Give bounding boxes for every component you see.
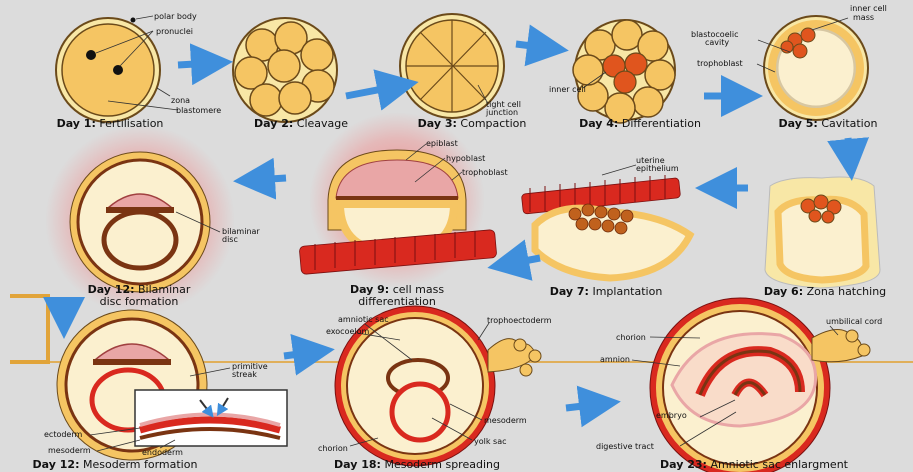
label-amniotic-sac: amniotic sac: [338, 315, 389, 324]
label-ectoderm: ectoderm: [44, 430, 83, 439]
stage-day7-implantation: [521, 165, 690, 278]
label-digestive-tract: digestive tract: [596, 442, 654, 451]
stage-day4-morula: [573, 20, 675, 123]
label-umbilical-cord: umbilical cord: [826, 317, 882, 326]
caption-day12-bilaminar: Day 12: Bilaminar disc formation: [64, 284, 214, 308]
label-mesoderm-2: mesoderm: [484, 416, 527, 425]
label-trophoblast: trophoblast: [697, 59, 743, 68]
arrow-icon: [284, 352, 314, 356]
polar-body-icon: [131, 18, 136, 23]
caption-day23: Day 23: Amniotic sac enlargment: [628, 459, 880, 471]
caption-day2: Day 2: Cleavage: [226, 118, 376, 130]
stage-day12-mesoderm: [57, 310, 287, 460]
caption-day6: Day 6: Zona hatching: [741, 286, 909, 298]
label-trophoblast-2: trophoblast: [462, 168, 508, 177]
pronucleus-icon: [86, 50, 96, 60]
arrow-icon: [346, 86, 398, 96]
trophoectoderm-villi: [488, 339, 541, 376]
label-pronuclei: pronuclei: [156, 27, 193, 36]
stage-day9-cell-mass: [299, 112, 497, 288]
label-mesoderm: mesoderm: [48, 446, 91, 455]
caption-day18: Day 18: Mesoderm spreading: [312, 459, 522, 471]
stage-day6-hatching: [765, 177, 880, 288]
label-uterine-2: epithelium: [636, 164, 679, 173]
stage-day2-cleavage: [233, 18, 337, 122]
label-inner-cell-mass-2: mass: [853, 13, 874, 22]
caption-day7: Day 7: Implantation: [526, 286, 686, 298]
label-inner-cell: inner cell: [549, 85, 586, 94]
label-primitive-2: streak: [232, 370, 257, 379]
primitive-streak-inset: [135, 390, 287, 446]
umbilical-villi: [812, 329, 870, 361]
label-inner-cell-mass-1: inner cell: [850, 4, 887, 13]
label-chorion: chorion: [318, 444, 348, 453]
arrow-icon: [516, 44, 548, 48]
arrow-icon: [178, 63, 212, 65]
label-exocoelom: exocoelom: [326, 327, 369, 336]
stage-day5-blastocyst: [757, 16, 868, 120]
caption-day1: Day 1: Fertilisation: [40, 118, 180, 130]
pronucleus-icon: [113, 65, 123, 75]
arrow-icon: [508, 258, 540, 264]
label-bilaminar-2: disc: [222, 235, 238, 244]
label-epiblast: epiblast: [426, 139, 458, 148]
arrow-icon: [848, 138, 850, 160]
label-tight-cell-2: junction: [485, 108, 518, 117]
arrow-icon: [566, 404, 600, 408]
label-hypoblast: hypoblast: [446, 154, 485, 163]
caption-day12-mesoderm: Day 12: Mesoderm formation: [10, 459, 220, 471]
caption-day4: Day 4: Differentiation: [560, 118, 720, 130]
label-chorion-2: chorion: [616, 333, 646, 342]
caption-day5: Day 5: Cavitation: [753, 118, 903, 130]
label-endoderm: endoderm: [142, 448, 183, 457]
caption-day9: Day 9: cell mass differentiation: [322, 284, 472, 308]
arrow-icon: [254, 178, 286, 180]
label-blastomere: blastomere: [176, 106, 221, 115]
label-embryo: embryo: [656, 411, 687, 420]
label-zona: zona: [171, 96, 190, 105]
label-yolk-sac: yolk sac: [474, 437, 507, 446]
caption-day3: Day 3: Compaction: [392, 118, 552, 130]
label-amnion: amnion: [600, 355, 630, 364]
label-polar-body: polar body: [154, 12, 197, 21]
label-blastocoelic-2: cavity: [705, 38, 729, 47]
label-trophoectoderm: trophoectoderm: [487, 316, 552, 325]
